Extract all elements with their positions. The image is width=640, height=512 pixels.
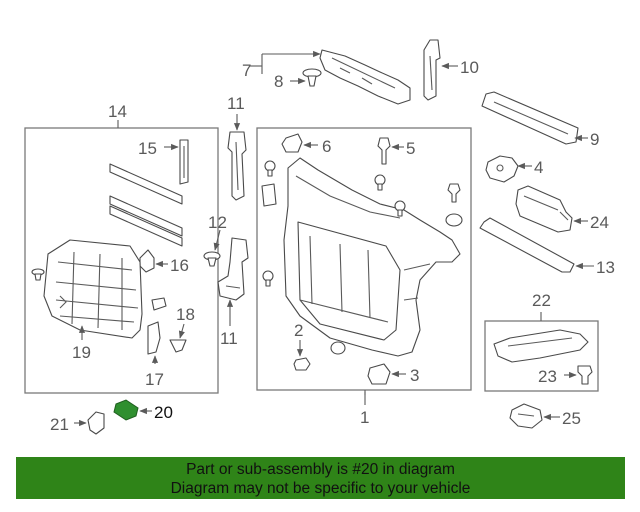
part-8-push-pin[interactable]	[302, 68, 322, 87]
part-19-grille-shutter[interactable]	[43, 239, 143, 339]
part-2-bolt[interactable]	[293, 357, 311, 371]
part-24-sensor-module[interactable]	[515, 185, 573, 233]
callout-17: 17	[145, 370, 164, 389]
callout-18: 18	[176, 305, 195, 324]
banner-line-1: Part or sub-assembly is #20 in diagram	[186, 461, 455, 478]
callout-4: 4	[534, 158, 543, 177]
part-6-clip-nut[interactable]	[281, 133, 303, 153]
callout-19: 19	[72, 343, 91, 362]
callout-9: 9	[590, 130, 599, 149]
part-21-clip[interactable]	[87, 411, 105, 435]
part-13-lower-strip[interactable]	[479, 217, 575, 273]
part-12-push-pin[interactable]	[203, 251, 221, 267]
callout-11-upper: 11	[227, 94, 245, 113]
part-5-bolt[interactable]	[377, 137, 391, 165]
callout-5: 5	[406, 139, 415, 158]
part-22-lower-shield[interactable]	[493, 329, 589, 363]
part-11-upper-bracket[interactable]	[227, 131, 247, 201]
callout-10: 10	[460, 58, 479, 77]
grille-push-pin[interactable]	[31, 268, 45, 281]
callout-3: 3	[410, 366, 419, 385]
part-18-retainer[interactable]	[169, 339, 187, 353]
part-17-bracket[interactable]	[147, 321, 161, 355]
grille-small-clip[interactable]	[151, 297, 167, 311]
callout-14: 14	[108, 102, 127, 121]
part-11-lower-bracket[interactable]	[217, 237, 249, 301]
callout-1: 1	[360, 408, 369, 427]
callout-24: 24	[590, 213, 609, 232]
part-1-radiator-support[interactable]	[283, 157, 461, 357]
part-15-vertical-strip[interactable]	[179, 139, 189, 185]
callout-2: 2	[294, 321, 303, 340]
callout-13: 13	[596, 258, 615, 277]
callout-11-lower: 11	[220, 329, 238, 348]
grille-louver-bars[interactable]	[109, 163, 183, 247]
parts-diagram: 7 8 10 9 4 24 13 11	[24, 39, 615, 435]
banner-line-2: Diagram may not be specific to your vehi…	[170, 480, 471, 497]
part-info-banner: Part or sub-assembly is #20 in diagram D…	[16, 457, 625, 499]
part-4-bracket[interactable]	[485, 155, 519, 183]
callout-12: 12	[208, 213, 227, 232]
callout-25: 25	[562, 409, 581, 428]
callout-23: 23	[538, 367, 557, 386]
part-7-upper-shield[interactable]	[319, 49, 411, 105]
callout-22: 22	[532, 291, 551, 310]
callout-15: 15	[138, 139, 157, 158]
frame-fasteners[interactable]	[261, 160, 463, 355]
callout-6: 6	[322, 137, 331, 156]
part-25-clip[interactable]	[509, 403, 543, 429]
part-3-clip-nut[interactable]	[367, 363, 391, 385]
part-23-screw[interactable]	[577, 365, 593, 385]
callout-8: 8	[274, 72, 283, 91]
callout-20: 20	[154, 403, 173, 422]
callout-16: 16	[170, 256, 189, 275]
part-20-highlighted[interactable]	[113, 399, 139, 421]
callout-21: 21	[50, 415, 69, 434]
part-10-side-bracket[interactable]	[423, 39, 441, 101]
callout-7: 7	[242, 61, 251, 80]
part-9-deflector[interactable]	[481, 91, 579, 145]
